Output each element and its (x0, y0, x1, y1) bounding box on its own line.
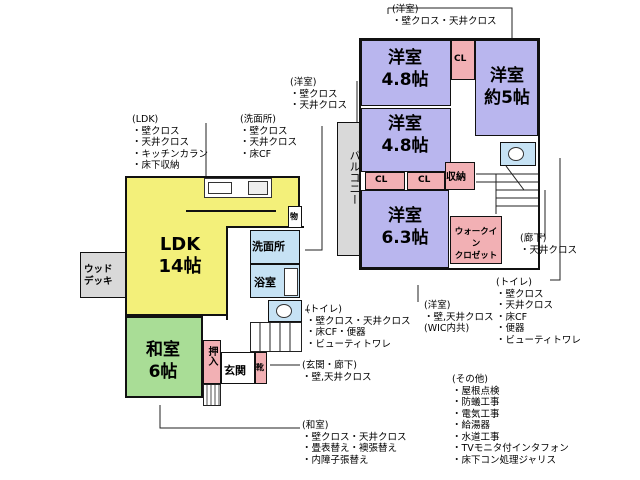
balcony-label: バルコニー (348, 150, 361, 205)
annotation-hall-upstairs: (廊下) ・天井クロス (520, 233, 578, 256)
storage-shuno-label: 収納 (446, 172, 466, 183)
room-western-2 (475, 40, 538, 136)
oshiire (203, 340, 221, 384)
storage-small-label: 物 (290, 212, 298, 221)
annotation-other: (その他) ・屋根点検 ・防蟻工事 ・電気工事 ・給湯器 ・水道工事 ・TVモニ… (452, 374, 569, 466)
bath-label: 浴室 (254, 276, 276, 289)
closet-top-label: CL (454, 54, 467, 64)
stove-icon (248, 181, 268, 195)
storage-shuno (445, 162, 475, 190)
kitchen-sink (208, 182, 232, 194)
closet-top (451, 40, 475, 80)
closet-left-label: CL (375, 175, 388, 185)
room-washitsu (125, 316, 203, 398)
shoe-storage (255, 352, 267, 384)
wood-deck-label: ウッド デッキ (84, 264, 113, 287)
annotation-toilet-downstairs: (トイレ) ・壁クロス・天井クロス ・床CF・便器 ・ビューティトワレ (306, 304, 411, 350)
shoe-storage-label: 靴 (256, 363, 264, 372)
room-western-2-size: 約5帖 (484, 88, 530, 108)
room-western-4-size: 6.3帖 (381, 228, 429, 248)
closet-mid (407, 172, 445, 190)
ldk-notch2 (300, 176, 304, 226)
walk-in-closet (450, 216, 502, 264)
room-western-3-size: 4.8帖 (381, 136, 429, 156)
room-western-3-name: 洋室 (388, 114, 422, 134)
washroom (250, 230, 300, 264)
room-western-2-name: 洋室 (490, 66, 524, 86)
annotation-washitsu: (和室) ・壁クロス・天井クロス ・畳表替え・襖張替え ・内障子張替え (302, 420, 407, 466)
closet-left (365, 172, 405, 190)
annotation-washroom: (洗面所) ・壁クロス ・天井クロス ・床CF (240, 114, 298, 160)
room-western-4 (361, 190, 449, 268)
toilet-upstairs-icon (508, 147, 524, 161)
oshiire-label: 押入 (206, 346, 217, 366)
annotation-entrance: (玄関・廊下) ・壁,天井クロス (302, 360, 372, 383)
room-western-4-name: 洋室 (388, 206, 422, 226)
storage-small (288, 206, 302, 228)
genkan-label: 玄関 (224, 364, 246, 377)
toilet-downstairs-icon (276, 304, 292, 318)
balcony (337, 122, 361, 256)
washroom-label: 洗面所 (252, 240, 285, 253)
walk-in-closet-label: ウォークイン クロゼット (454, 227, 498, 261)
closet-mid-label: CL (418, 175, 431, 185)
room-western-3 (361, 108, 451, 172)
stairs-lower (250, 322, 302, 352)
bathtub (284, 268, 298, 296)
kitchen-partition (186, 210, 276, 212)
room-western-1 (361, 40, 451, 106)
annotation-top-western: (洋室) ・壁クロス・天井クロス (392, 4, 497, 27)
annotation-toilet-upstairs: (トイレ) ・壁クロス ・天井クロス ・床CF ・便器 ・ビューティトワレ (496, 277, 581, 346)
room-ldk-name: LDK (159, 234, 201, 255)
room-washitsu-size: 6帖 (148, 362, 178, 382)
annotation-ldk: (LDK) ・壁クロス ・天井クロス ・キッチンカラン ・床下収納 (132, 114, 209, 171)
genkan (221, 352, 255, 384)
room-ldk-size: 14帖 (158, 256, 202, 277)
room-washitsu-name: 和室 (146, 340, 180, 360)
stairs-upper (476, 166, 538, 214)
annotation-mid-western: (洋室) ・壁クロス ・天井クロス (290, 77, 348, 111)
tokonoma (203, 384, 221, 406)
room-western-1-size: 4.8帖 (381, 70, 429, 90)
wood-deck (80, 252, 126, 298)
annotation-western-wic: (洋室) ・壁,天井クロス (WIC内共) (424, 300, 494, 334)
room-western-1-name: 洋室 (388, 48, 422, 68)
